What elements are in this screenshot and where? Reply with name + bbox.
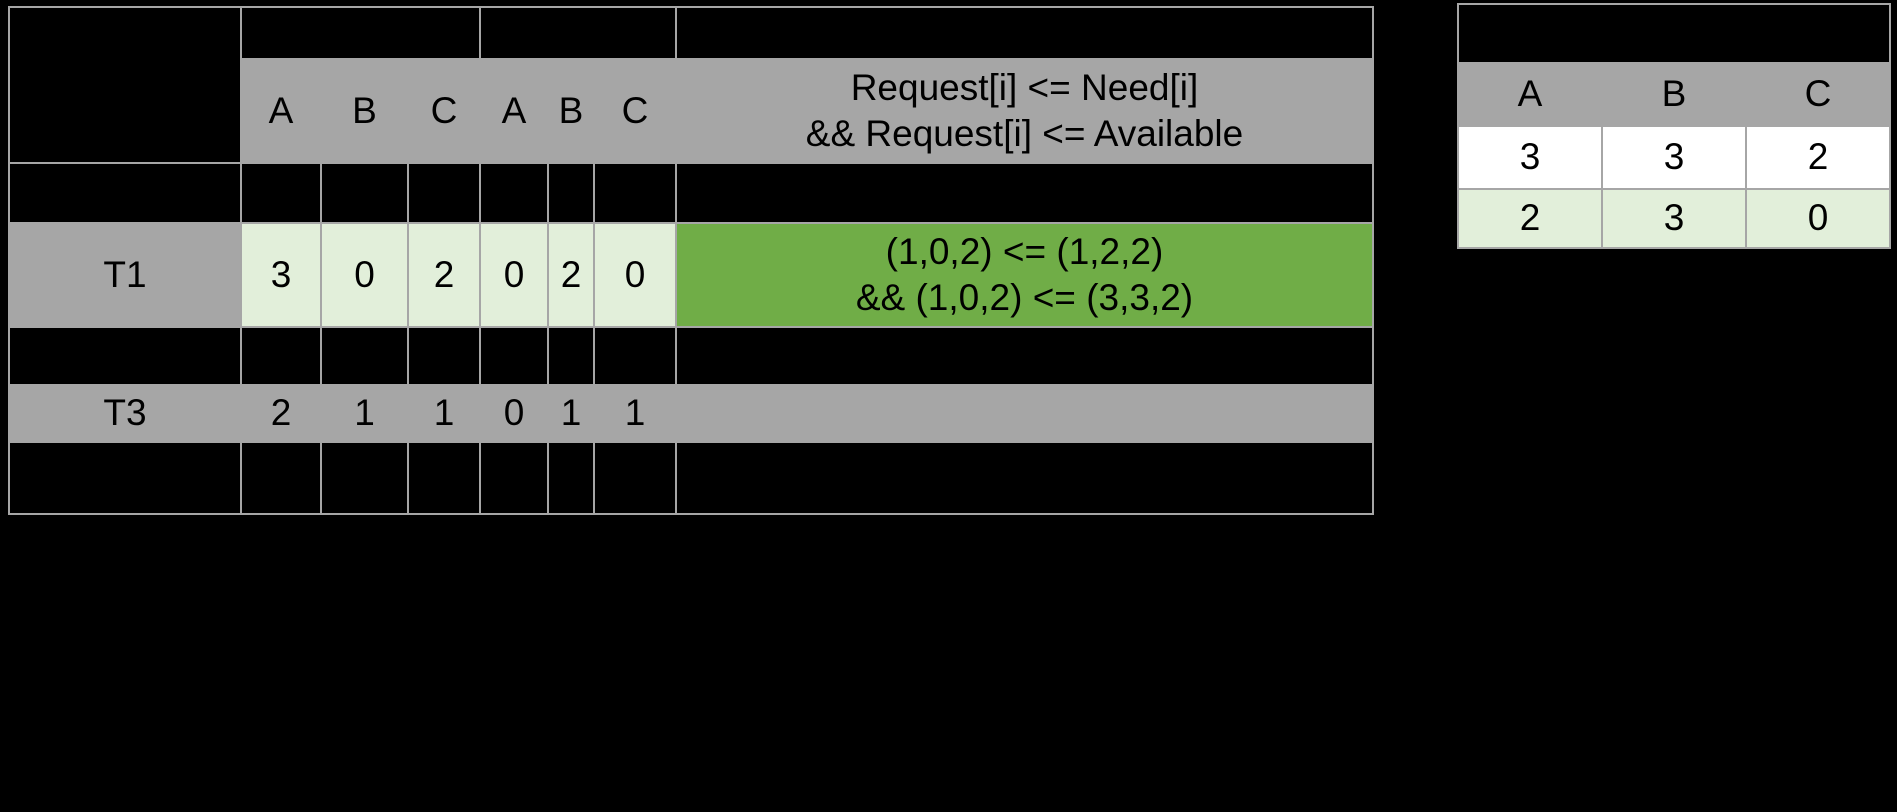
- t2-condition-cell: [677, 328, 1372, 384]
- available-row-1: 3 3 2: [1459, 127, 1889, 188]
- allocation-col-a-header: A: [242, 60, 320, 162]
- condition-title-cell: [677, 8, 1372, 58]
- bankers-algorithm-table: A B C A B C Request[i] <= Need[i] && Req…: [8, 6, 1374, 515]
- t2-need-c: [595, 328, 675, 384]
- t2-need-b: [549, 328, 593, 384]
- request-condition-line2: && Request[i] <= Available: [805, 113, 1244, 154]
- row-t2: [10, 328, 1372, 384]
- t3-alloc-b: 1: [322, 386, 407, 441]
- allocation-col-c-header: C: [409, 60, 479, 162]
- t2-alloc-a: [242, 328, 320, 384]
- t1-alloc-a: 3: [242, 224, 320, 326]
- t0-alloc-a: [242, 164, 320, 222]
- t0-condition-cell: [677, 164, 1372, 222]
- available-table: A B C 3 3 2 2 3 0: [1457, 3, 1891, 249]
- available-col-b-header: B: [1603, 64, 1745, 125]
- allocation-group-header-cell: [242, 8, 479, 58]
- row-t1: T1 3 0 2 0 2 0 (1,0,2) <= (1,2,2) && (1,…: [10, 224, 1372, 326]
- t1-alloc-c: 2: [409, 224, 479, 326]
- t1-need-c: 0: [595, 224, 675, 326]
- t2-label-cell: [10, 328, 240, 384]
- available-row1-a: 3: [1459, 127, 1601, 188]
- main-table-header: A B C A B C Request[i] <= Need[i] && Req…: [10, 8, 1372, 162]
- available-row-2: 2 3 0: [1459, 190, 1889, 247]
- need-col-b-header: B: [549, 60, 593, 162]
- t3-need-c: 1: [595, 386, 675, 441]
- row-t4: [10, 443, 1372, 513]
- need-col-c-header: C: [595, 60, 675, 162]
- t0-need-a: [481, 164, 547, 222]
- thread-column-header-cell: [10, 8, 240, 162]
- available-row2-a: 2: [1459, 190, 1601, 247]
- t3-alloc-c: 1: [409, 386, 479, 441]
- t3-need-b: 1: [549, 386, 593, 441]
- request-condition-header: Request[i] <= Need[i] && Request[i] <= A…: [677, 60, 1372, 162]
- t3-alloc-a: 2: [242, 386, 320, 441]
- t0-alloc-b: [322, 164, 407, 222]
- available-row1-c: 2: [1747, 127, 1889, 188]
- t4-condition-cell: [677, 443, 1372, 513]
- available-row2-b: 3: [1603, 190, 1745, 247]
- t3-need-a: 0: [481, 386, 547, 441]
- t2-alloc-b: [322, 328, 407, 384]
- t0-need-c: [595, 164, 675, 222]
- t1-alloc-b: 0: [322, 224, 407, 326]
- available-col-c-header: C: [1747, 64, 1889, 125]
- t4-need-b: [549, 443, 593, 513]
- available-header-row: A B C: [1459, 64, 1889, 125]
- available-col-a-header: A: [1459, 64, 1601, 125]
- t4-need-c: [595, 443, 675, 513]
- t0-label-cell: [10, 164, 240, 222]
- t4-label-cell: [10, 443, 240, 513]
- t1-need-a: 0: [481, 224, 547, 326]
- available-table-title-cell: [1459, 5, 1889, 62]
- row-t3: T3 2 1 1 0 1 1: [10, 386, 1372, 441]
- t1-condition-line1: (1,0,2) <= (1,2,2): [885, 230, 1164, 272]
- t1-condition-cell: (1,0,2) <= (1,2,2) && (1,0,2) <= (3,3,2): [677, 224, 1372, 326]
- t3-condition-cell: [677, 386, 1372, 441]
- t2-need-a: [481, 328, 547, 384]
- allocation-col-b-header: B: [322, 60, 407, 162]
- t4-alloc-c: [409, 443, 479, 513]
- t1-label-cell: T1: [10, 224, 240, 326]
- t1-need-b: 2: [549, 224, 593, 326]
- t4-need-a: [481, 443, 547, 513]
- need-group-header-cell: [481, 8, 675, 58]
- t4-alloc-b: [322, 443, 407, 513]
- row-t0: [10, 164, 1372, 222]
- need-col-a-header: A: [481, 60, 547, 162]
- available-row2-c: 0: [1747, 190, 1889, 247]
- t4-alloc-a: [242, 443, 320, 513]
- t0-need-b: [549, 164, 593, 222]
- t0-alloc-c: [409, 164, 479, 222]
- t3-label-cell: T3: [10, 386, 240, 441]
- available-row1-b: 3: [1603, 127, 1745, 188]
- t1-condition-line2: && (1,0,2) <= (3,3,2): [855, 277, 1194, 318]
- request-condition-line1: Request[i] <= Need[i]: [850, 66, 1199, 108]
- t2-alloc-c: [409, 328, 479, 384]
